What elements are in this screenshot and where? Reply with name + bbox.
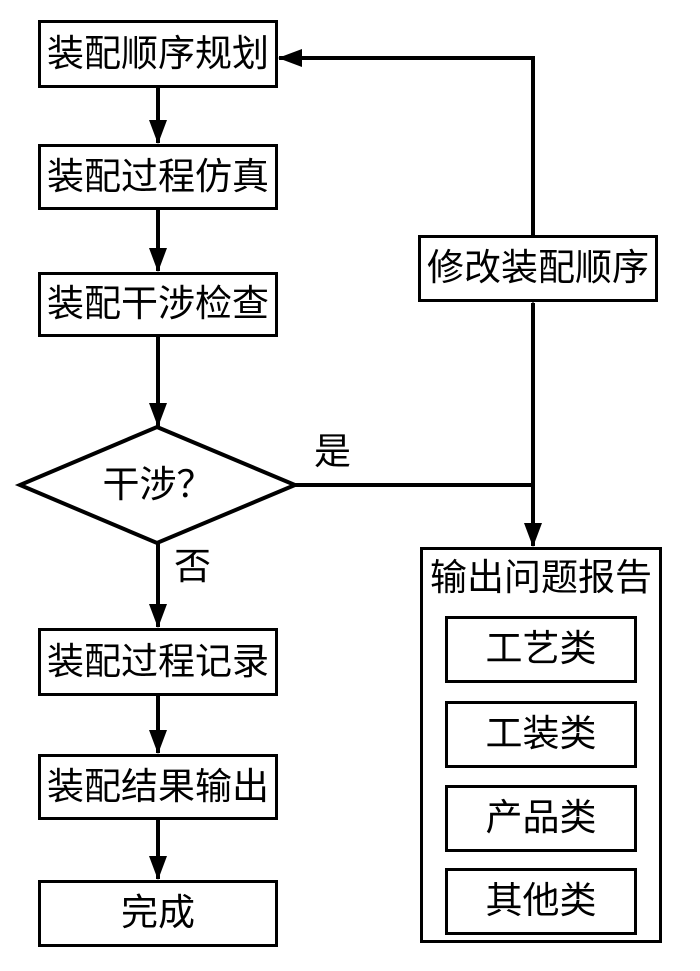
node-label: 修改装配顺序: [427, 248, 649, 289]
node-label: 完成: [121, 893, 195, 934]
node-assembly-sequence-planning: 装配顺序规划: [38, 20, 278, 88]
group-title: 输出问题报告: [430, 558, 652, 599]
category-label: 工艺类: [485, 629, 597, 670]
edge-label-yes: 是: [312, 432, 353, 473]
node-assembly-interference-check: 装配干涉检查: [38, 272, 278, 337]
report-category-process: 工艺类: [445, 616, 637, 683]
decision-label: 干涉？: [102, 465, 214, 506]
node-label: 装配过程记录: [47, 641, 269, 683]
node-label: 装配过程仿真: [47, 156, 269, 198]
category-label: 产品类: [485, 798, 597, 839]
arrow-modify-to-plan: [278, 49, 535, 235]
node-assembly-process-record: 装配过程记录: [38, 628, 278, 696]
node-label: 装配干涉检查: [47, 284, 269, 325]
group-output-problem-report: 输出问题报告 工艺类 工装类 产品类 其他类: [420, 547, 662, 943]
decision-diamond-shape: [14, 424, 301, 546]
node-label: 装配顺序规划: [47, 33, 269, 75]
report-category-tooling: 工装类: [445, 701, 637, 768]
category-label: 工装类: [485, 714, 597, 755]
node-finish: 完成: [38, 880, 278, 947]
category-label: 其他类: [485, 881, 597, 922]
node-modify-assembly-sequence: 修改装配顺序: [418, 235, 658, 302]
node-interference-decision: 干涉？: [20, 467, 296, 504]
report-category-other: 其他类: [445, 868, 637, 935]
node-assembly-process-simulation: 装配过程仿真: [38, 144, 278, 210]
node-assembly-result-output: 装配结果输出: [38, 754, 278, 820]
report-category-product: 产品类: [445, 785, 637, 852]
node-label: 装配结果输出: [47, 766, 269, 808]
edge-label-no: 否: [172, 547, 213, 588]
